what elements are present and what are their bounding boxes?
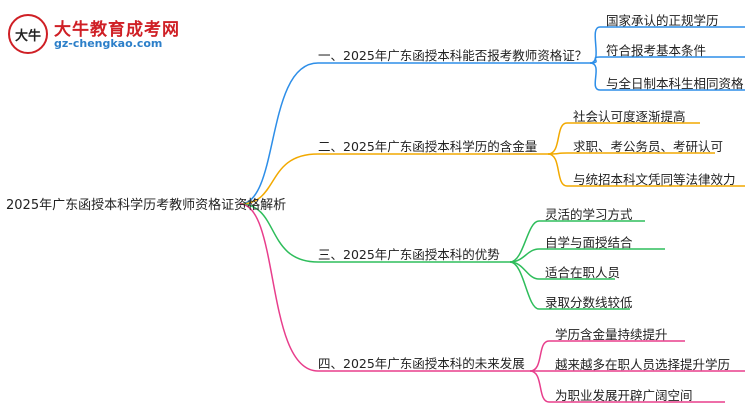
leaf-connector [547, 153, 568, 187]
leaf-label: 自学与面授结合 [545, 235, 633, 250]
leaf-label: 学历含金量持续提升 [555, 327, 668, 342]
leaf-connector [529, 370, 550, 403]
leaf-label: 社会认可度逐渐提高 [573, 109, 686, 124]
leaf-label: 国家承认的正规学历 [606, 13, 719, 28]
leaf-connector [589, 26, 601, 64]
leaf-label: 录取分数线较低 [545, 295, 633, 310]
leaf-label: 灵活的学习方式 [545, 207, 633, 222]
brand-logo: 大牛 大牛教育成考网 gz-chengkao.com [8, 14, 188, 58]
leaf-label: 求职、考公务员、考研认可 [573, 139, 724, 154]
leaf-label: 符合报考基本条件 [606, 43, 707, 58]
logo-url: gz-chengkao.com [54, 37, 163, 50]
branch-connector [239, 153, 319, 205]
branch-connector [239, 203, 319, 372]
leaf-label: 适合在职人员 [545, 265, 621, 280]
branch-connector [239, 203, 319, 263]
leaf-label: 与全日制本科生相同资格 [606, 76, 744, 91]
branch-connector [239, 62, 319, 205]
branch-label: 三、2025年广东函授本科的优势 [318, 247, 500, 262]
leaf-label: 与统招本科文凭同等法律效力 [573, 172, 736, 187]
leaf-connector [529, 340, 550, 372]
leaf-label: 为职业发展开辟广阔空间 [555, 388, 693, 403]
branch-label: 一、2025年广东函授本科能否报考教师资格证？ [318, 48, 588, 63]
leaf-connector [509, 220, 540, 263]
logo-mark: 大牛 [8, 14, 48, 54]
leaf-connector [589, 62, 601, 91]
branch-label: 二、2025年广东函授本科学历的含金量 [318, 139, 538, 154]
leaf-label: 越来越多在职人员选择提升学历 [555, 357, 731, 372]
logo-title: 大牛教育成考网 [54, 20, 180, 40]
leaf-connector [509, 261, 540, 310]
mindmap-root: 2025年广东函授本科学历考教师资格证资格解析 [6, 198, 287, 213]
leaf-connector [547, 122, 568, 155]
branch-label: 四、2025年广东函授本科的未来发展 [318, 356, 525, 371]
